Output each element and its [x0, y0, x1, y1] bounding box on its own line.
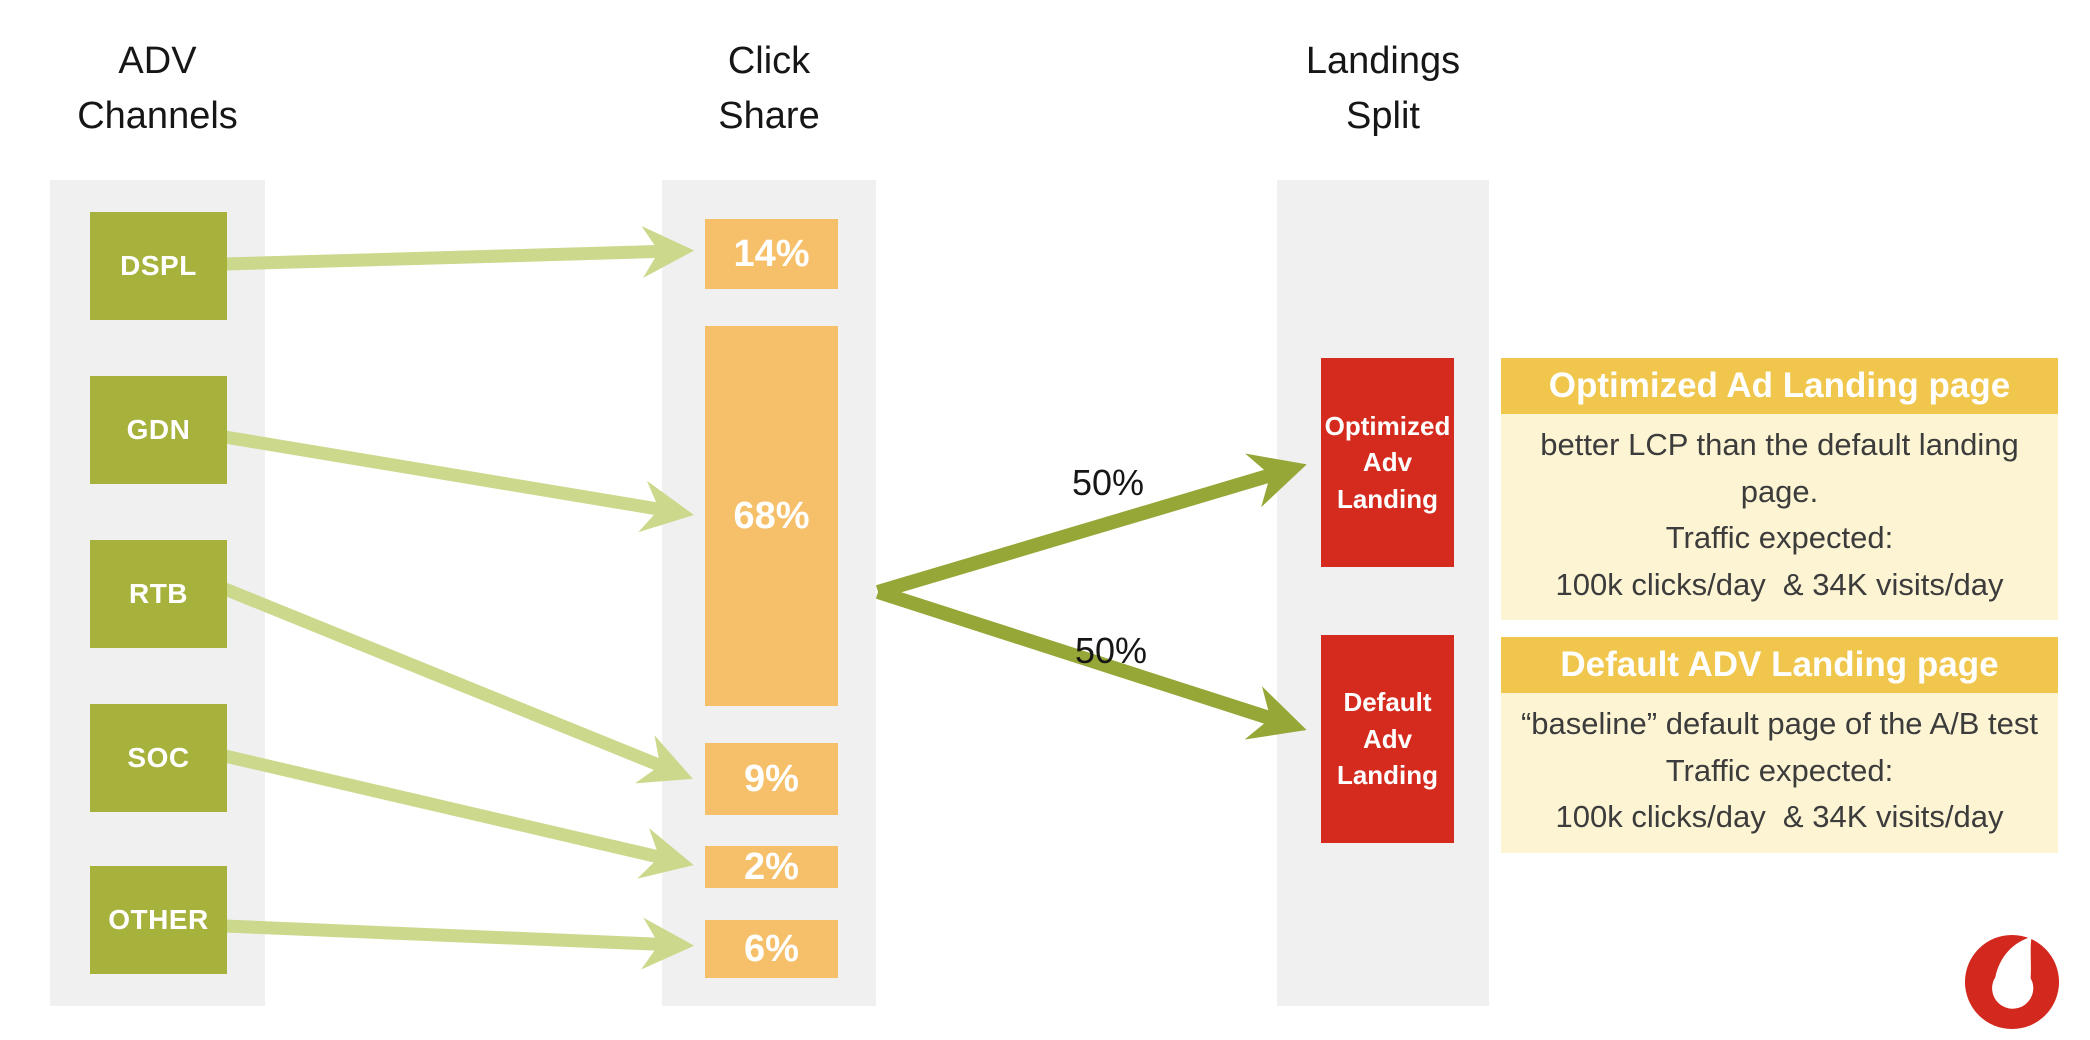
- click-share-box-6pct: 6%: [705, 920, 838, 978]
- info-line: 100k clicks/day & 34K visits/day: [1555, 566, 2004, 602]
- info-line: Traffic expected:: [1665, 752, 1894, 788]
- info-line: Traffic expected:: [1665, 520, 1894, 555]
- channel-box-dspl: DSPL: [90, 212, 227, 320]
- split-label-top: 50%: [1071, 462, 1145, 503]
- vodafone-logo-icon: [1964, 934, 2060, 1030]
- header-landings-split: Landings Split: [1305, 40, 1461, 138]
- info-line: “baseline” default page of the A/B test: [1520, 706, 2038, 741]
- info-box-optimized-body: better LCP than the default landing page…: [1501, 414, 2058, 620]
- click-share-box-9pct: 9%: [705, 743, 838, 815]
- channel-box-gdn: GDN: [90, 376, 227, 484]
- info-box-default-title: Default ADV Landing page: [1501, 637, 2058, 693]
- arrow-soc-to-2pct: [223, 749, 694, 879]
- split-label-bottom: 50%: [1074, 630, 1148, 671]
- header-click-share: Click Share: [718, 40, 820, 138]
- click-share-box-14pct: 14%: [705, 219, 838, 289]
- arrow-rtb-to-9pct: [222, 582, 693, 784]
- landing-box-optimized: Optimized Adv Landing: [1321, 358, 1454, 567]
- arrow-other-to-6pct: [224, 917, 695, 970]
- channel-box-soc: SOC: [90, 704, 227, 812]
- info-box-default-body: “baseline” default page of the A/B test …: [1501, 693, 2058, 853]
- landing-box-default: Default Adv Landing: [1321, 635, 1454, 843]
- info-box-optimized: Optimized Ad Landing page better LCP tha…: [1501, 358, 2058, 620]
- info-line: better LCP than the default landing page…: [1540, 427, 2028, 509]
- info-line: 100k clicks/day & 34K visits/day: [1555, 799, 2004, 834]
- click-share-box-2pct: 2%: [705, 846, 838, 888]
- header-adv-channels: ADV Channels: [77, 40, 238, 138]
- info-box-default: Default ADV Landing page “baseline” defa…: [1501, 637, 2058, 853]
- column-landings-split: [1277, 180, 1489, 1006]
- click-share-box-68pct: 68%: [705, 326, 838, 706]
- info-box-optimized-title: Optimized Ad Landing page: [1501, 358, 2058, 414]
- arrow-gdn-to-68pct: [223, 430, 694, 533]
- arrow-dspl-to-14pct: [224, 225, 695, 278]
- channel-box-other: OTHER: [90, 866, 227, 974]
- channel-box-rtb: RTB: [90, 540, 227, 648]
